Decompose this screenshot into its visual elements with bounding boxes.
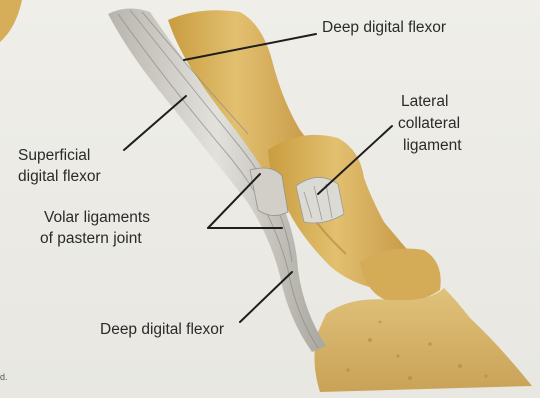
label-lateral-line3: ligament <box>403 136 462 155</box>
lateral-collateral-ligament <box>296 177 344 223</box>
leader-deep-flexor-bottom <box>240 272 292 322</box>
coffin-joint <box>360 249 441 303</box>
leader-superficial-flexor <box>124 96 186 150</box>
edge-mark: d. <box>0 372 8 382</box>
label-volar-line2: of pastern joint <box>40 229 142 248</box>
label-deep-digital-flexor-top: Deep digital flexor <box>322 18 446 37</box>
label-volar-line1: Volar ligaments <box>44 208 150 227</box>
label-deep-digital-flexor-bottom: Deep digital flexor <box>100 320 224 339</box>
label-superficial-line2: digital flexor <box>18 167 101 186</box>
label-lateral-line2: collateral <box>398 114 460 133</box>
partial-structure-corner <box>0 0 22 42</box>
label-lateral-line1: Lateral <box>401 92 448 111</box>
hoof <box>314 288 532 392</box>
label-superficial-line1: Superficial <box>18 146 90 165</box>
